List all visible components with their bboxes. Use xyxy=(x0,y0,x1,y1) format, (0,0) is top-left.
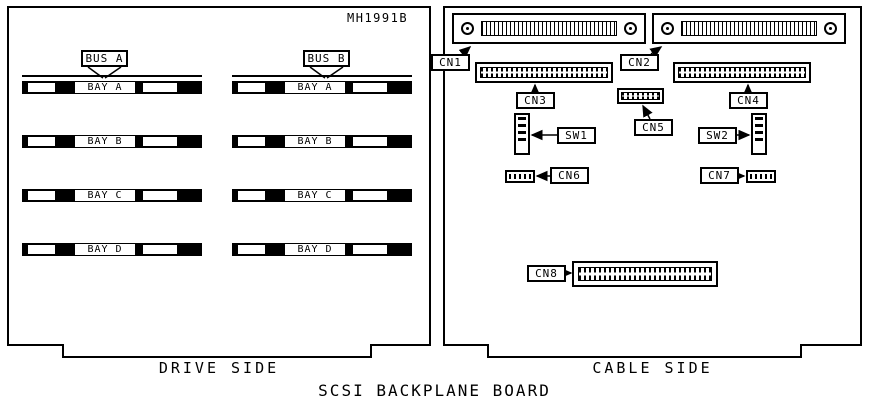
cn2-label: CN2 xyxy=(620,54,659,71)
bay-keying-left xyxy=(28,245,55,254)
sw2-dip-switch xyxy=(751,113,767,155)
bay-keying-left xyxy=(238,245,265,254)
bay-connector-bus-a-bay-c: BAY C xyxy=(22,189,202,202)
cn8-pin-strip xyxy=(578,267,712,281)
cn4-pin-strip xyxy=(678,67,806,78)
bay-keying-left xyxy=(28,83,55,92)
part-number: MH1991B xyxy=(347,11,409,25)
bay-keying-right xyxy=(143,83,177,92)
bay-label: BAY B xyxy=(75,136,135,147)
sw1-switch-bars xyxy=(518,117,526,141)
cn1-pin-strip xyxy=(481,21,617,36)
cn1-mounting-hole-left xyxy=(461,22,474,35)
cn6-connector xyxy=(505,170,535,183)
bay-keying-left xyxy=(238,137,265,146)
cn2-mounting-hole-left xyxy=(661,22,674,35)
cable-side-board-tab xyxy=(487,344,802,358)
cn1-mounting-hole-right xyxy=(624,22,637,35)
cn1-connector xyxy=(452,13,646,44)
bay-keying-right xyxy=(143,245,177,254)
sw2-label: SW2 xyxy=(698,127,737,144)
sw1-dip-switch xyxy=(514,113,530,155)
cn2-mounting-hole-right xyxy=(824,22,837,35)
bay-keying-right xyxy=(353,191,387,200)
cn3-label: CN3 xyxy=(516,92,555,109)
cn6-pin-strip xyxy=(509,174,531,179)
bay-connector-bus-a-bay-a: BAY A xyxy=(22,81,202,94)
cn3-pin-strip xyxy=(480,67,608,78)
cn5-label: CN5 xyxy=(634,119,673,136)
cn5-connector xyxy=(617,88,664,104)
cn8-connector xyxy=(572,261,718,287)
bay-keying-left xyxy=(238,191,265,200)
bay-label: BAY A xyxy=(285,82,345,93)
board-title: SCSI BACKPLANE BOARD xyxy=(318,381,551,400)
cn2-pin-strip xyxy=(681,21,817,36)
cable-side-caption: CABLE SIDE xyxy=(592,359,713,377)
cn7-connector xyxy=(746,170,776,183)
bay-keying-left xyxy=(28,137,55,146)
bus-b-line xyxy=(232,75,412,77)
bay-keying-right xyxy=(353,245,387,254)
cn2-connector xyxy=(652,13,846,44)
drive-side-board-tab xyxy=(62,344,372,358)
bus-b-label: BUS B xyxy=(303,50,350,67)
cn4-label: CN4 xyxy=(729,92,768,109)
bay-keying-right xyxy=(353,83,387,92)
cn1-label: CN1 xyxy=(431,54,470,71)
bay-label: BAY D xyxy=(285,244,345,255)
bay-connector-bus-b-bay-d: BAY D xyxy=(232,243,412,256)
cn3-connector xyxy=(475,62,613,83)
cn7-pin-strip xyxy=(750,174,772,179)
bay-label: BAY B xyxy=(285,136,345,147)
cn5-pin-strip xyxy=(621,92,660,100)
bay-keying-left xyxy=(28,191,55,200)
bay-connector-bus-a-bay-d: BAY D xyxy=(22,243,202,256)
bay-connector-bus-b-bay-b: BAY B xyxy=(232,135,412,148)
bay-label: BAY C xyxy=(75,190,135,201)
cn4-connector xyxy=(673,62,811,83)
bay-label: BAY A xyxy=(75,82,135,93)
drive-side-caption: DRIVE SIDE xyxy=(158,359,280,377)
bus-a-label: BUS A xyxy=(81,50,128,67)
bay-keying-left xyxy=(238,83,265,92)
bay-connector-bus-b-bay-a: BAY A xyxy=(232,81,412,94)
bay-label: BAY D xyxy=(75,244,135,255)
bay-keying-right xyxy=(143,137,177,146)
bay-keying-right xyxy=(353,137,387,146)
cn7-label: CN7 xyxy=(700,167,739,184)
bay-connector-bus-b-bay-c: BAY C xyxy=(232,189,412,202)
bay-label: BAY C xyxy=(285,190,345,201)
cn8-label: CN8 xyxy=(527,265,566,282)
drive-side-board-outline xyxy=(7,6,431,346)
bay-connector-bus-a-bay-b: BAY B xyxy=(22,135,202,148)
sw1-label: SW1 xyxy=(557,127,596,144)
bay-keying-right xyxy=(143,191,177,200)
cn6-label: CN6 xyxy=(550,167,589,184)
bus-a-line xyxy=(22,75,202,77)
sw2-switch-bars xyxy=(755,117,763,141)
